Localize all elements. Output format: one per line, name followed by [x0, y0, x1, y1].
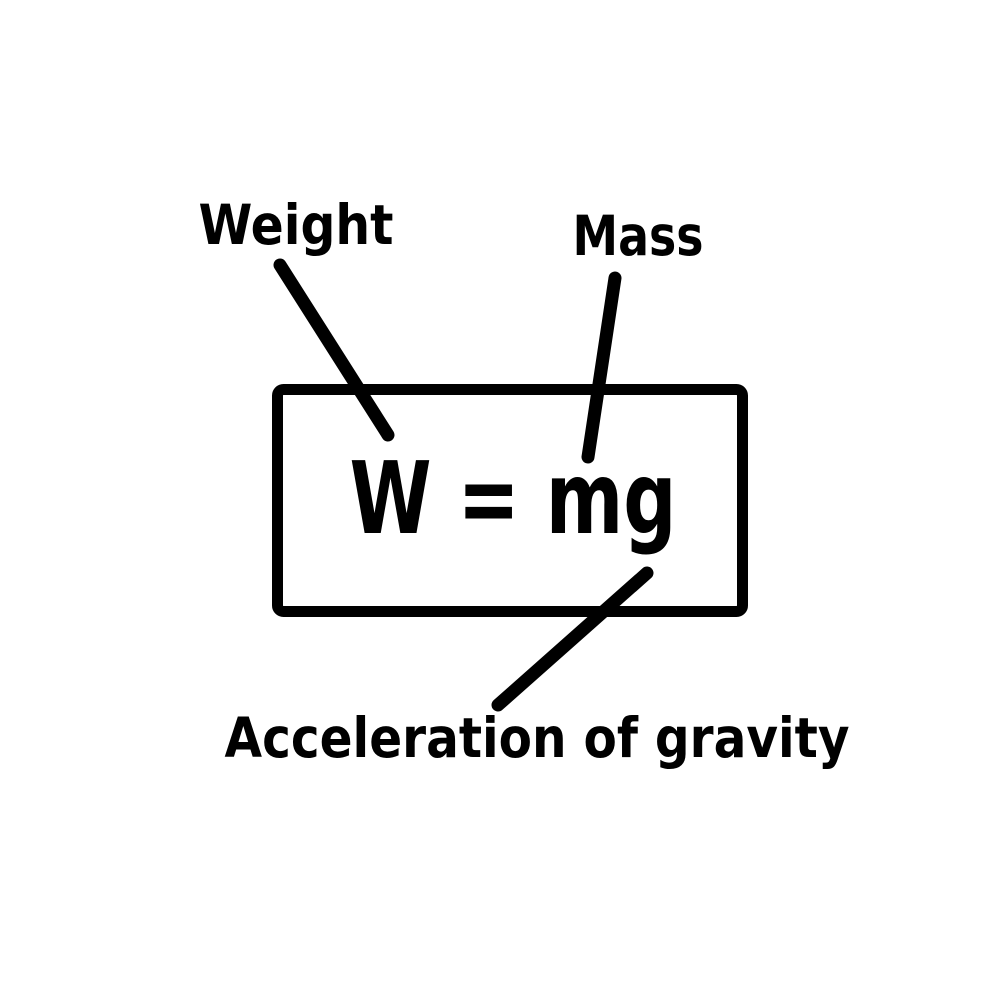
formula-box	[272, 384, 748, 617]
mass-pointer-line	[581, 271, 622, 464]
mass-label: Mass	[573, 204, 704, 268]
gravity-label: Acceleration of gravity	[225, 706, 850, 770]
gravity-pointer-line	[491, 566, 654, 712]
formula-text: W = mg	[350, 440, 677, 557]
weight-label: Weight	[199, 193, 394, 257]
weight-pointer-line	[273, 258, 395, 442]
